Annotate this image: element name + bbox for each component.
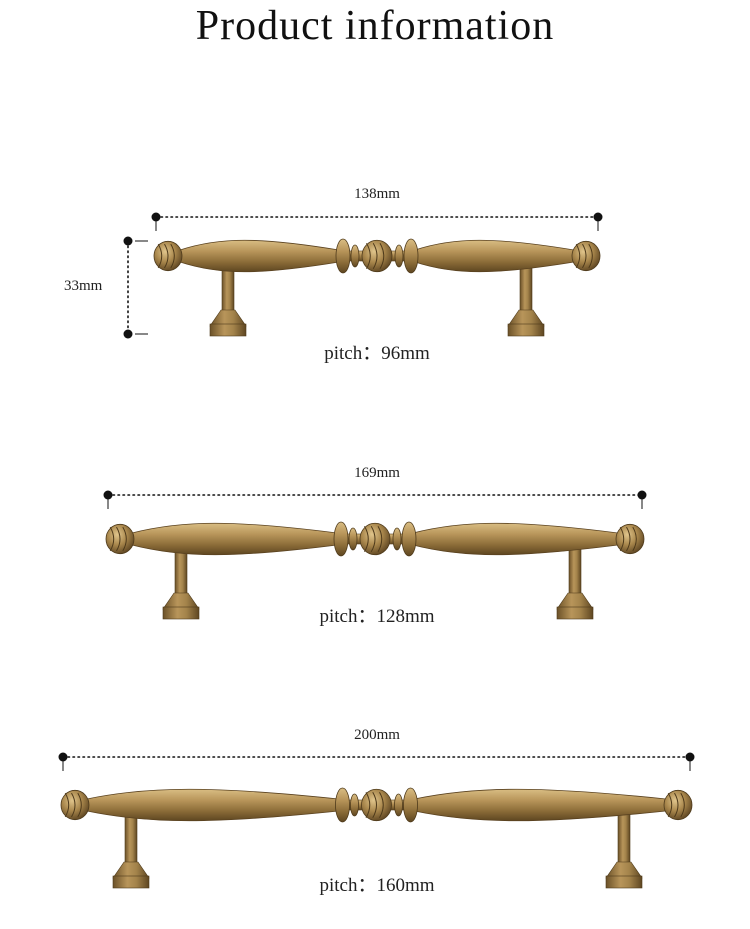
knob-groove — [632, 526, 637, 552]
handle-post — [124, 810, 138, 865]
handle-post-flare — [162, 592, 200, 610]
handle-post — [568, 544, 582, 596]
handle-post — [617, 810, 631, 865]
handle-ring — [350, 244, 360, 268]
knob-groove — [364, 525, 369, 553]
knob-groove — [64, 792, 70, 818]
handle-ring — [403, 787, 418, 823]
handle-ring — [394, 244, 404, 268]
dimension-endpoint — [637, 490, 647, 500]
knob-groove — [116, 526, 121, 552]
knob-groove — [619, 526, 625, 552]
handle-base — [556, 606, 594, 620]
handle-post-flare — [209, 309, 247, 327]
knob-groove — [170, 243, 175, 269]
knob-groove — [164, 243, 169, 269]
handle-base — [162, 606, 200, 620]
knob-groove — [674, 792, 679, 818]
knob-groove — [680, 792, 685, 818]
handle-base — [112, 875, 150, 889]
dimension-endpoint — [123, 329, 133, 339]
handle-base — [605, 875, 643, 889]
knob-groove — [372, 242, 378, 270]
width-dimension-label: 200mm — [354, 727, 400, 743]
knob-groove — [626, 526, 631, 552]
handle-ring — [350, 793, 359, 817]
pitch-label: pitch：160mm — [319, 875, 435, 896]
dimension-endpoint — [58, 752, 68, 762]
height-dimension-label: 33mm — [64, 278, 103, 294]
knob-groove — [588, 243, 593, 269]
handle-post-flare — [507, 309, 545, 327]
handle-bar-segment — [131, 522, 338, 556]
page-title: Product information — [195, 3, 555, 49]
knob-groove — [366, 242, 371, 270]
knob-groove — [582, 243, 587, 269]
dimension-endpoint — [151, 212, 161, 222]
dimension-endpoint — [123, 236, 133, 246]
knob-groove — [122, 526, 127, 552]
knob-groove — [379, 242, 385, 270]
pitch-label: pitch：128mm — [319, 606, 435, 627]
knob-groove — [372, 791, 377, 819]
handle-ring — [394, 793, 403, 817]
knob-groove — [365, 791, 371, 819]
handle-post-flare — [112, 861, 150, 879]
handle-ring — [348, 527, 358, 551]
knob-groove — [667, 792, 673, 818]
dimension-endpoint — [593, 212, 603, 222]
width-dimension-label: 138mm — [354, 186, 400, 202]
handle-ring — [403, 238, 419, 274]
knob-groove — [379, 791, 384, 819]
knob-groove — [157, 243, 163, 269]
width-dimension-label: 169mm — [354, 465, 400, 481]
handle-ring — [335, 787, 350, 823]
knob-groove — [77, 792, 82, 818]
handle-bar-segment — [414, 239, 575, 273]
knob-groove — [109, 526, 115, 552]
handle-bar-segment — [86, 788, 339, 822]
dimension-endpoint — [685, 752, 695, 762]
handle-post-flare — [556, 592, 594, 610]
knob-groove — [575, 243, 581, 269]
handle-post-flare — [605, 861, 643, 879]
handle-ring — [335, 238, 351, 274]
handle-base — [507, 323, 545, 337]
handle-bar-segment — [179, 239, 340, 273]
handle-ring — [333, 521, 349, 557]
pitch-label: pitch：96mm — [324, 343, 430, 364]
handle-bar-segment — [412, 522, 619, 556]
knob-groove — [370, 525, 376, 553]
handle-base — [209, 323, 247, 337]
handle-ring — [392, 527, 402, 551]
knob-groove — [377, 525, 383, 553]
handle-ring — [401, 521, 417, 557]
knob-groove — [71, 792, 76, 818]
dimension-endpoint — [103, 490, 113, 500]
